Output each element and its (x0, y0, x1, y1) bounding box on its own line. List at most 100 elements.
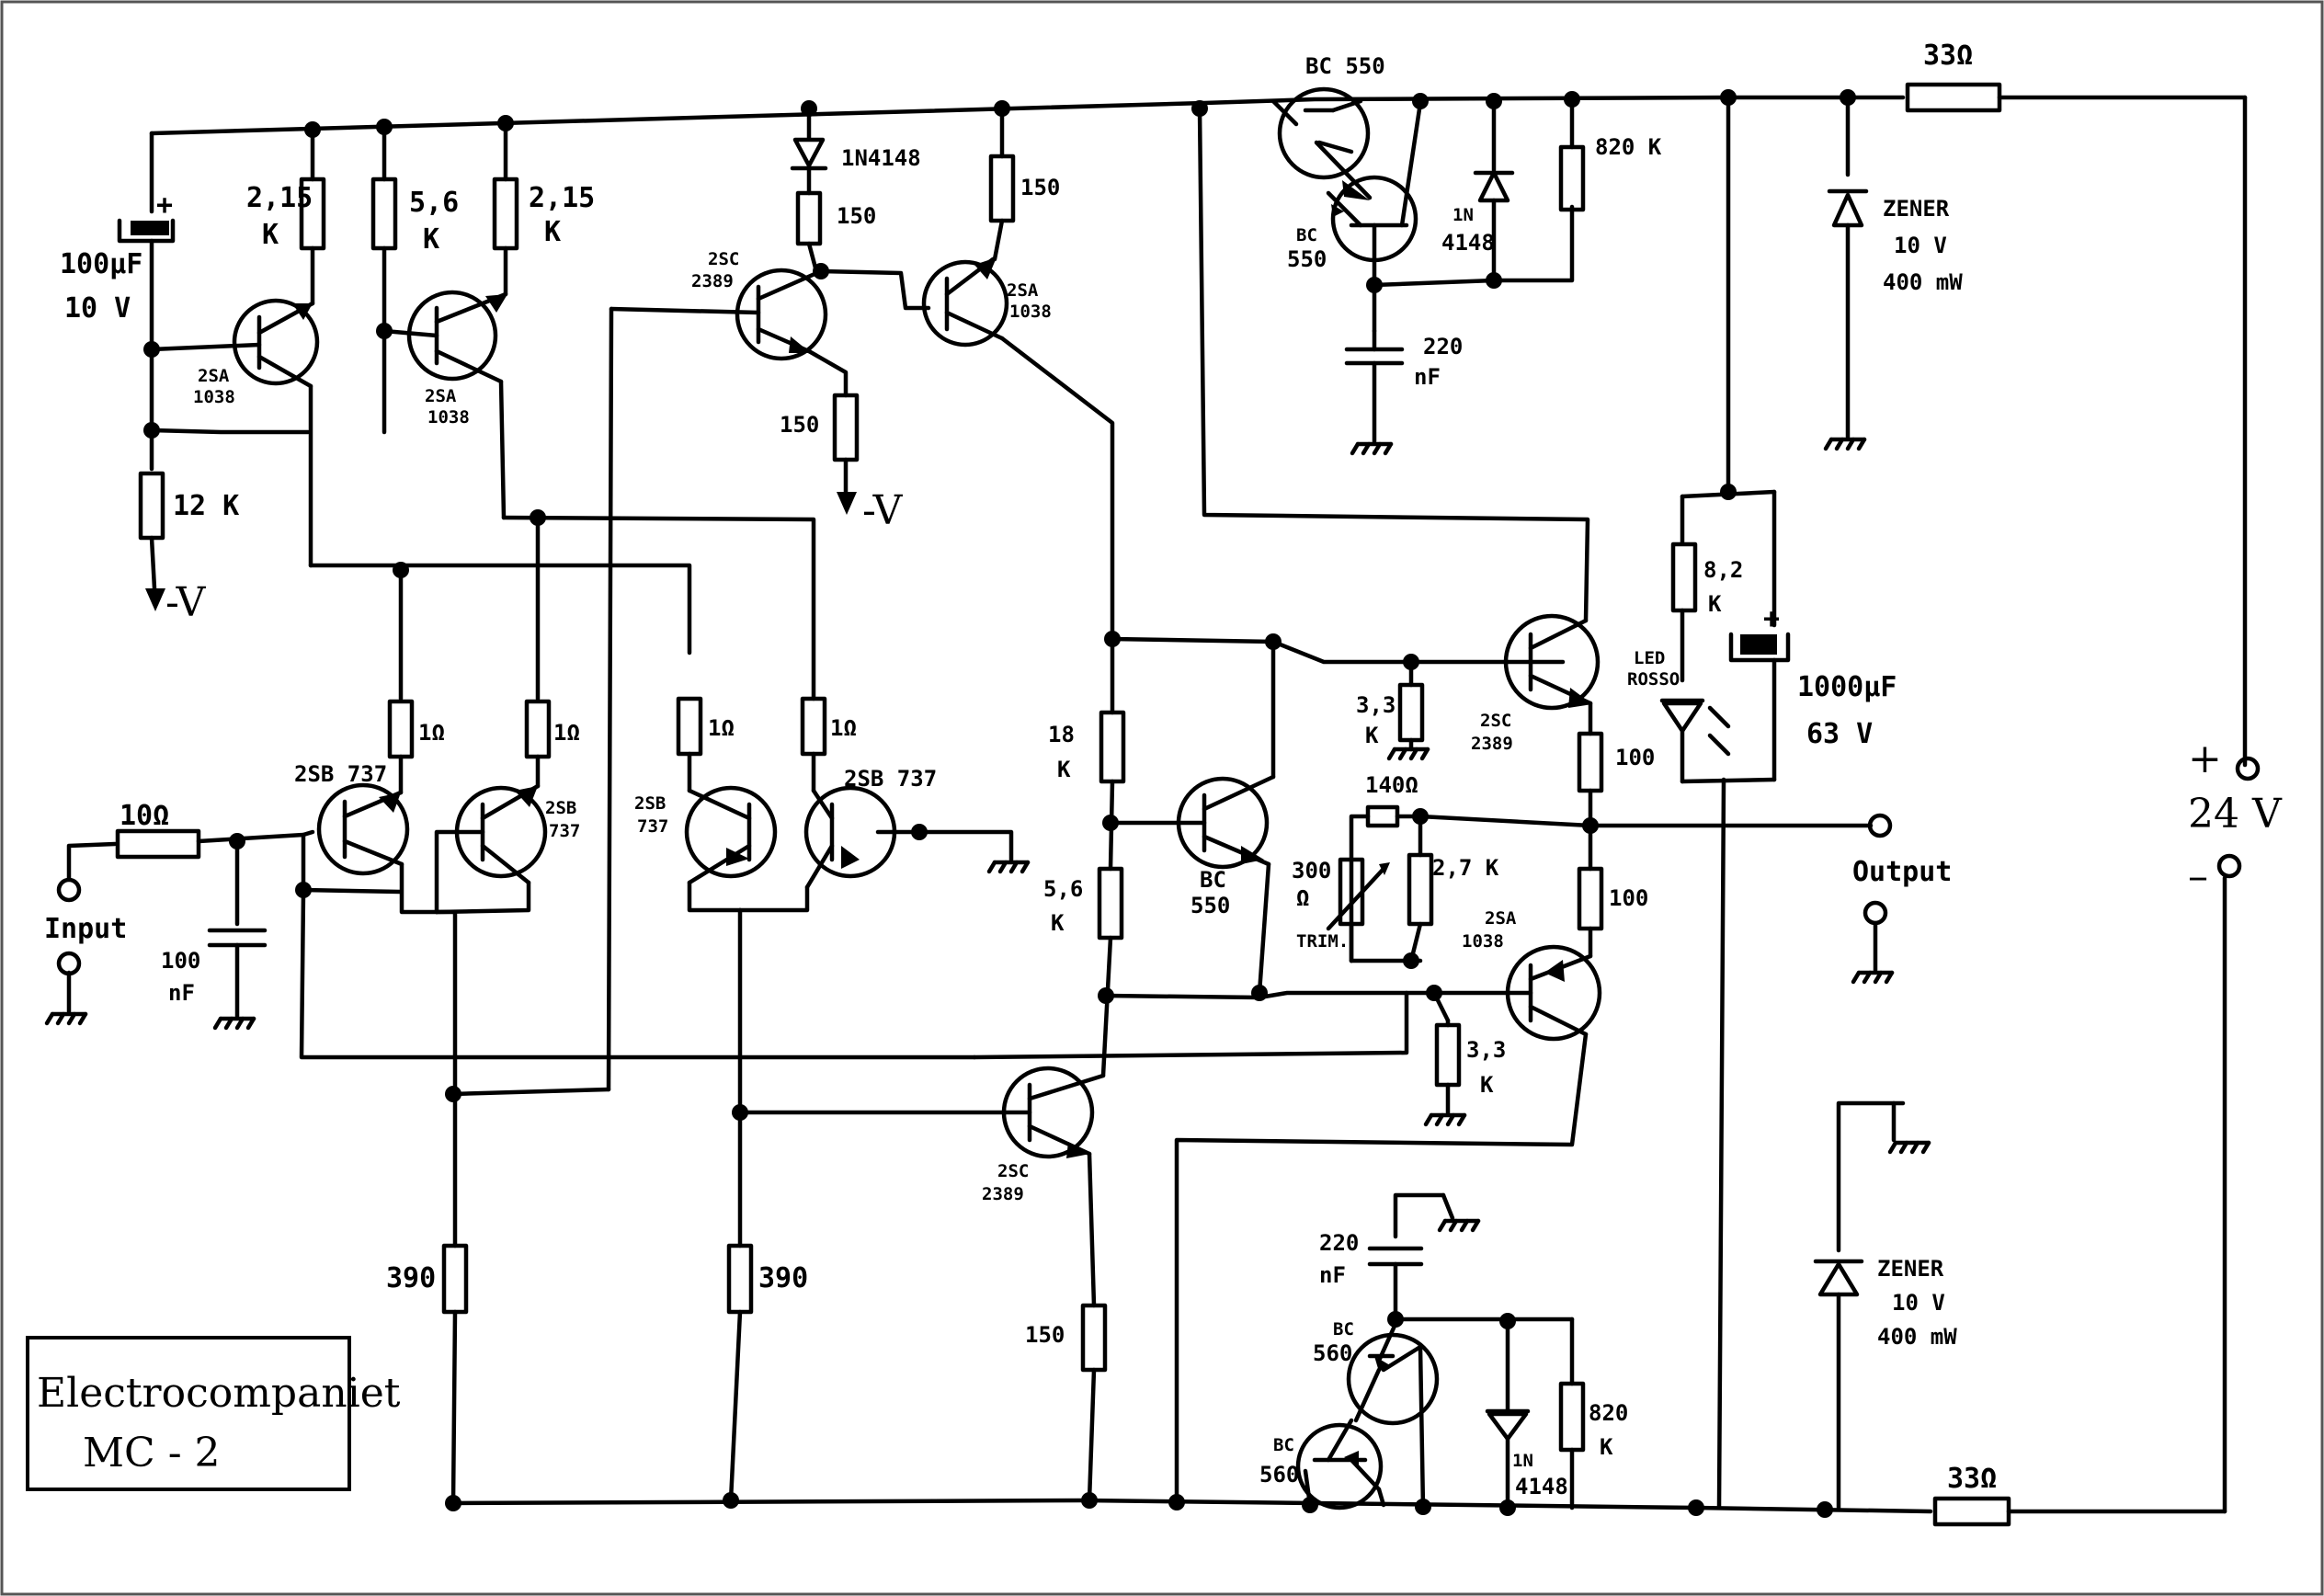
diode-1n4148-mid (1372, 98, 1586, 288)
output-terminal[interactable] (1867, 813, 1893, 838)
svg-text:2SB: 2SB (634, 793, 666, 814)
svg-text:K: K (423, 223, 439, 256)
transistor-2sb737-c (684, 785, 778, 913)
svg-text:737: 737 (637, 816, 668, 837)
title-model: MC - 2 (83, 1430, 221, 1476)
diode-1n4148-bottom (1485, 1318, 1531, 1510)
transistor-2sc2389-out-label: 2SC 2389 (1471, 711, 1513, 754)
plus-sign: + (2188, 735, 2222, 782)
arrow-minus-v-left (145, 588, 165, 611)
wire-2sc-top-base-down (606, 306, 614, 1092)
title-brand: Electrocompaniet (37, 1370, 401, 1417)
input-label: Input (44, 913, 127, 945)
output-ground-symbol (1853, 973, 1892, 982)
svg-text:2389: 2389 (1471, 734, 1513, 754)
trimmer-300[interactable] (1326, 857, 1390, 963)
resistor-150-d-label: 150 (1025, 1322, 1065, 1348)
svg-text:K: K (1480, 1072, 1494, 1098)
wire-vas-mid (1103, 990, 1437, 1000)
transistor-bc550-mid (1108, 639, 1276, 996)
resistor-1-b (524, 699, 552, 789)
transistor-2sb737-b-label: 2SB 737 (545, 798, 580, 841)
wire-tail-left (434, 909, 458, 1248)
resistor-8k2-label: 8,2 K (1703, 557, 1743, 617)
cap-220nf-bottom-label: 220 nF (1319, 1230, 1359, 1288)
wire-2sa-top-base (818, 268, 931, 311)
rail-junctions (445, 89, 1856, 1518)
minus-24v-terminal[interactable] (2216, 853, 2242, 879)
transistor-bc550-top2-label: BC 550 (1287, 225, 1327, 272)
rail-voltage: 24 V (2188, 791, 2283, 838)
svg-text:K: K (1600, 1434, 1613, 1460)
svg-text:100: 100 (161, 948, 200, 974)
svg-text:18: 18 (1048, 722, 1075, 747)
resistor-12k-label: 12 K (173, 490, 239, 522)
svg-text:BC: BC (1333, 1319, 1354, 1340)
svg-text:+: + (156, 189, 173, 222)
svg-text:560: 560 (1259, 1462, 1299, 1488)
resistor-150-b-label: 150 (780, 412, 819, 438)
output-ground-terminal[interactable] (1863, 900, 1888, 926)
transistor-2sc2389-top (609, 268, 849, 398)
resistor-33-bottom-label: 33Ω (1947, 1463, 1997, 1495)
svg-text:737: 737 (549, 821, 580, 841)
svg-text:1038: 1038 (1009, 302, 1052, 322)
transistor-bc550-mid-label: BC 550 (1190, 867, 1230, 918)
wire-vas-top (1110, 636, 1566, 665)
zener-top-label: ZENER 10 V 400 mW (1883, 196, 1963, 295)
resistor-5k6 (370, 124, 398, 334)
wire-output (1418, 814, 1874, 828)
svg-text:2389: 2389 (691, 271, 734, 291)
resistor-150-b (832, 393, 860, 462)
transistor-bc560-b-label: BC 560 (1259, 1435, 1299, 1488)
svg-text:2SA: 2SA (1007, 280, 1039, 301)
transistor-2sa1038-a-label: 2SA 1038 (193, 366, 235, 407)
svg-text:K: K (1708, 591, 1722, 617)
transistor-2sb737-a-label: 2SB 737 (294, 761, 387, 787)
transistor-2sb737-d-label: 2SB 737 (844, 766, 937, 792)
cap-100uf-label: 100μF 10 V (60, 248, 142, 325)
transistor-bc560-a-label: BC 560 (1313, 1319, 1354, 1366)
resistor-1-b-label: 1Ω (553, 720, 580, 746)
input-terminal[interactable] (56, 877, 82, 903)
svg-text:300: 300 (1292, 858, 1331, 884)
svg-text:100μF: 100μF (60, 248, 142, 280)
transistor-2sa1038-top (921, 106, 1115, 642)
resistor-390-a-label: 390 (386, 1262, 436, 1294)
output-label: Output (1852, 856, 1952, 888)
supply-column (1659, 89, 1791, 1510)
plus-24v-terminal[interactable] (2235, 756, 2261, 781)
wire-q2sa-b-to-diff (501, 515, 816, 701)
resistor-100-a-label: 100 (1615, 745, 1655, 770)
cap-100uf: + (117, 131, 176, 352)
cap-100nf-label: 100 nF (161, 948, 200, 1006)
transistor-bc560-b (1295, 1418, 1386, 1510)
svg-text:2SA: 2SA (1485, 908, 1517, 929)
svg-text:K: K (262, 219, 279, 251)
svg-text:2SB: 2SB (545, 798, 576, 818)
resistor-10-label: 10Ω (120, 800, 169, 832)
svg-text:5,6: 5,6 (1043, 876, 1083, 902)
resistor-100-b (1577, 866, 1604, 959)
minus-v-center: -V (862, 487, 904, 534)
svg-text:10 V: 10 V (1892, 1290, 1945, 1316)
wire-q2sa-a-to-diff (308, 563, 692, 656)
resistor-2k15-a (299, 127, 326, 306)
wire-cross-4 (972, 990, 1409, 1060)
resistor-5k6-vas (1097, 866, 1124, 940)
resistor-1-c (676, 696, 703, 793)
input-ground-terminal[interactable] (56, 951, 82, 976)
resistor-820-top-label: 820 K (1595, 134, 1662, 160)
svg-text:K: K (544, 216, 561, 248)
svg-text:3,3: 3,3 (1356, 692, 1396, 718)
resistor-33-bottom (1932, 1496, 2011, 1527)
svg-text:4148: 4148 (1515, 1474, 1568, 1499)
zener-top (1826, 95, 1869, 449)
transistor-2sb737-c-label: 2SB 737 (634, 793, 668, 837)
zener-bottom (1813, 1100, 1929, 1512)
resistor-12k (138, 471, 165, 541)
cap-220nf-top (1344, 328, 1405, 453)
svg-text:8,2: 8,2 (1703, 557, 1743, 583)
